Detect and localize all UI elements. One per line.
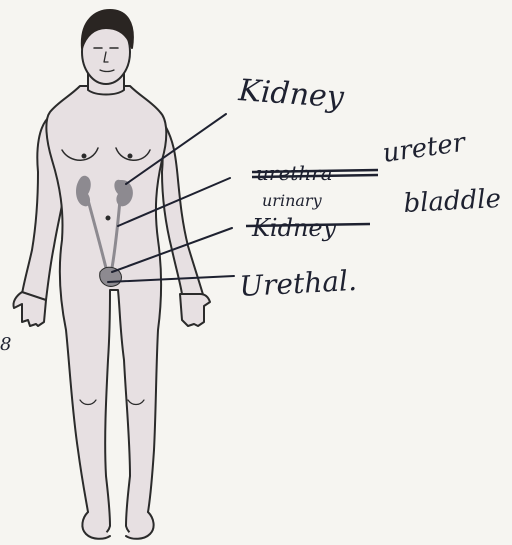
left-nipple — [83, 155, 86, 158]
label-urethra-crossed: urethra — [252, 161, 378, 185]
label-urethra: Urethal. — [239, 264, 358, 303]
margin-mark: 8 — [0, 334, 11, 355]
right-hand — [180, 294, 210, 326]
right-nipple — [129, 155, 132, 158]
label-ureter: ureter — [381, 127, 469, 168]
navel — [107, 217, 110, 220]
label-urinary: urinary — [262, 191, 323, 210]
label-bladder: bladdle — [403, 184, 502, 219]
label-kidney: Kidney — [236, 73, 345, 115]
crossed-kidney-text: Kidney — [251, 214, 337, 242]
label-kidney-crossed: Kidney — [246, 214, 370, 242]
